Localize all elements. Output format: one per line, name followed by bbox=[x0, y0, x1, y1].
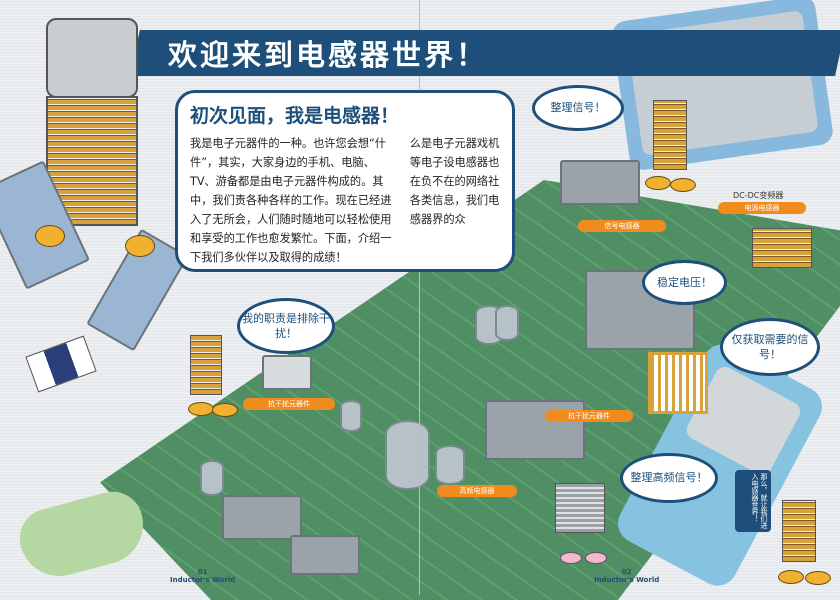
capacitor bbox=[435, 445, 465, 485]
capacitor bbox=[495, 305, 519, 341]
page-footer-title: Inductor's World bbox=[170, 576, 236, 584]
ic-chip bbox=[560, 160, 640, 205]
intro-text-column-1: 我是电子元器件的一种。也许您会想“什件”，其实，大家身边的手机、电脑、TV、游备… bbox=[190, 137, 392, 264]
mascot-foot bbox=[560, 552, 582, 564]
capacitor bbox=[385, 420, 430, 490]
signal-inductor-mascot bbox=[653, 100, 687, 170]
mascot-foot bbox=[585, 552, 607, 564]
tag-power-inductor: 电源电感器 bbox=[718, 202, 806, 214]
ic-chip bbox=[222, 495, 302, 540]
mascot-foot bbox=[670, 178, 696, 192]
guide-inductor-mascot bbox=[782, 500, 816, 562]
mascot-foot bbox=[188, 402, 214, 416]
component-block bbox=[262, 355, 312, 390]
page-number-right: 02 Inductor's World bbox=[594, 568, 659, 584]
mascot-foot bbox=[35, 225, 65, 247]
speech-bubble-voltage: 稳定电压！ bbox=[642, 260, 727, 305]
mascot-foot bbox=[125, 235, 155, 257]
tag-emc-left: 抗干扰元器件 bbox=[243, 398, 335, 410]
hf-inductor-mascot bbox=[555, 483, 605, 533]
speech-bubble-signal: 整理信号！ bbox=[532, 85, 624, 131]
mascot-foot bbox=[778, 570, 804, 584]
speech-bubble-needed: 仅获取需要的信号！ bbox=[720, 318, 820, 376]
tag-hf-inductor: 高频电感器 bbox=[437, 485, 517, 497]
label-dcdc: DC-DC变频器 bbox=[733, 191, 784, 200]
monitor-illustration bbox=[610, 0, 835, 172]
ic-chip bbox=[485, 400, 585, 460]
page-number: 02 bbox=[621, 568, 632, 576]
mascot-foot bbox=[212, 403, 238, 417]
page-title: 欢迎来到电感器世界！ bbox=[168, 38, 489, 72]
page-number: 01 bbox=[197, 568, 208, 576]
intro-heading: 初次见面，我是电感器！ bbox=[190, 105, 400, 127]
speech-bubble-enter: 那么，就让我们进入电感器世界！ bbox=[735, 470, 771, 532]
capacitor bbox=[340, 400, 362, 432]
page-footer-title: Inductor's World bbox=[594, 576, 660, 584]
mascot-foot bbox=[805, 571, 831, 585]
spiral-inductor-mascot bbox=[648, 352, 708, 414]
speech-bubble-noise: 我的职责是排除干扰！ bbox=[237, 298, 335, 354]
power-inductor-mascot bbox=[752, 228, 812, 268]
speech-bubble-hf: 整理高频信号！ bbox=[620, 453, 718, 503]
ic-chip bbox=[290, 535, 360, 575]
capacitor bbox=[200, 460, 224, 496]
mascot-head bbox=[46, 18, 138, 98]
page-gutter bbox=[419, 0, 420, 595]
page-number-left: 01 Inductor's World bbox=[170, 568, 235, 584]
intro-speech-bubble: 初次见面，我是电感器！ 我是电子元器件的一种。也许您会想“什件”，其实，大家身边… bbox=[175, 90, 515, 272]
mascot-foot bbox=[645, 176, 671, 190]
tag-emc-right: 抗干扰元器件 bbox=[545, 410, 633, 422]
intro-text-column-2: 么是电子元器戏机等电子设电感器也在负不在的网络社各类信息，我们电感器界的众 bbox=[409, 137, 500, 226]
emc-inductor-mascot bbox=[190, 335, 222, 395]
tag-signal-inductor: 信号电感器 bbox=[578, 220, 666, 232]
